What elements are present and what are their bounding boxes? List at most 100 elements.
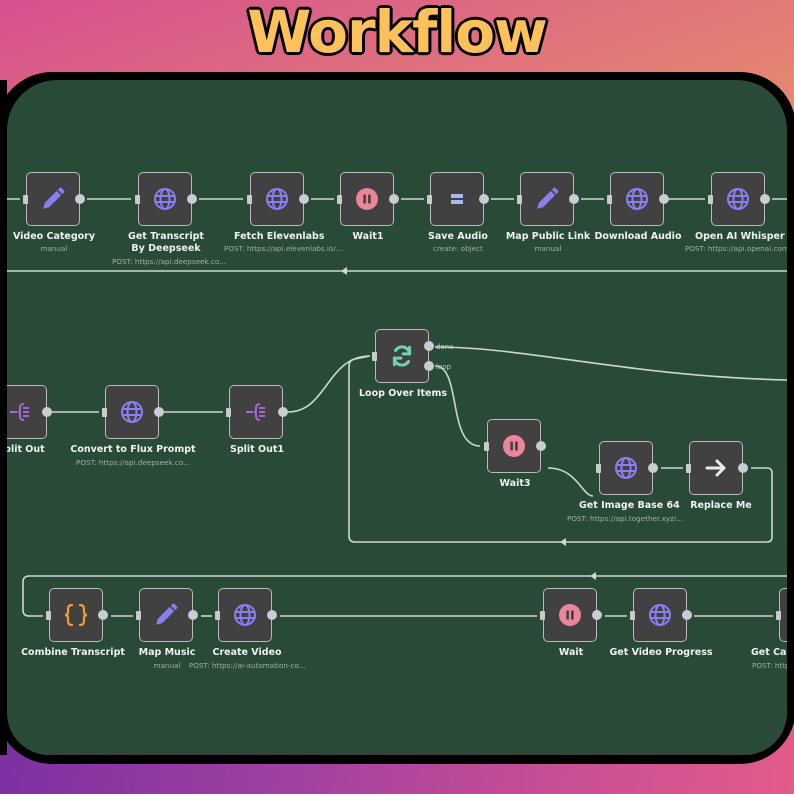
- input-port[interactable]: [484, 441, 489, 451]
- node-combine-transcript[interactable]: [46, 588, 108, 642]
- input-port[interactable]: [517, 194, 522, 204]
- node-get-video-progress[interactable]: [630, 588, 692, 642]
- pencil-icon: [153, 602, 179, 628]
- node-label: Open AI Whisper: [695, 231, 785, 242]
- globe-icon: [648, 603, 672, 627]
- node-wait1[interactable]: [337, 172, 399, 226]
- output-port[interactable]: [389, 194, 399, 204]
- input-port[interactable]: [708, 194, 713, 204]
- node-label: Replace Me: [690, 500, 752, 511]
- output-port[interactable]: [98, 610, 108, 620]
- input-port[interactable]: [540, 610, 545, 620]
- node-get-transcript[interactable]: [135, 172, 197, 226]
- output-port[interactable]: [760, 194, 770, 204]
- pause-icon: [502, 434, 526, 458]
- globe-icon: [120, 400, 144, 424]
- output-port[interactable]: [569, 194, 579, 204]
- pause-icon: [355, 187, 379, 211]
- edge-loop: [434, 365, 481, 447]
- output-port-done[interactable]: [424, 341, 434, 351]
- input-port[interactable]: [630, 610, 635, 620]
- output-port[interactable]: [42, 407, 52, 417]
- node-split-out1[interactable]: [226, 385, 288, 439]
- input-port[interactable]: [607, 194, 612, 204]
- node-video-category[interactable]: [23, 172, 85, 226]
- edge: [287, 355, 371, 413]
- node-map-public-link[interactable]: [517, 172, 579, 226]
- output-port[interactable]: [267, 610, 277, 620]
- edge-done: [434, 346, 787, 381]
- input-port[interactable]: [136, 610, 141, 620]
- input-port[interactable]: [226, 407, 231, 417]
- output-port-loop[interactable]: [424, 361, 434, 371]
- node-open-ai-whisper[interactable]: [708, 172, 770, 226]
- input-port[interactable]: [686, 463, 691, 473]
- globe-icon: [265, 187, 289, 211]
- canvas-bottom-edge: [27, 753, 767, 755]
- output-port[interactable]: [278, 407, 288, 417]
- node-get-captions[interactable]: [776, 588, 787, 642]
- input-port[interactable]: [46, 610, 51, 620]
- arrow-right-icon: [705, 458, 727, 478]
- input-port[interactable]: [337, 194, 342, 204]
- input-port[interactable]: [427, 194, 432, 204]
- output-port[interactable]: [299, 194, 309, 204]
- node-split-out[interactable]: [7, 385, 52, 439]
- node-convert-flux[interactable]: [102, 385, 164, 439]
- pause-icon: [558, 603, 582, 627]
- node-label: Fetch Elevenlabs: [234, 231, 325, 242]
- output-port[interactable]: [682, 610, 692, 620]
- edge-arrow: [590, 572, 596, 580]
- node-subtitle: POST: https://ai-automation-co...: [189, 661, 306, 670]
- input-port[interactable]: [247, 194, 252, 204]
- output-port[interactable]: [738, 463, 748, 473]
- node-label: Loop Over Items: [359, 388, 447, 399]
- input-port[interactable]: [215, 610, 220, 620]
- node-wait3[interactable]: [484, 419, 546, 473]
- output-port[interactable]: [479, 194, 489, 204]
- node-label: Map Public Link: [505, 231, 591, 242]
- port-label-done: done: [436, 343, 454, 351]
- node-download-audio[interactable]: [607, 172, 669, 226]
- input-port[interactable]: [372, 351, 377, 361]
- node-loop-over-items[interactable]: done loop: [372, 329, 453, 383]
- split-icon: [9, 402, 31, 422]
- globe-icon: [726, 187, 750, 211]
- node-replace-me[interactable]: [686, 441, 748, 495]
- workflow-canvas[interactable]: Video Category manual Get Transcript By …: [7, 80, 787, 755]
- loop-icon: [389, 343, 415, 369]
- node-wait[interactable]: [540, 588, 602, 642]
- output-port[interactable]: [659, 194, 669, 204]
- input-port[interactable]: [135, 194, 140, 204]
- node-fetch-elevenlabs[interactable]: [247, 172, 309, 226]
- node-save-audio[interactable]: [427, 172, 489, 226]
- node-label: Get Video Progress: [609, 647, 713, 658]
- input-port[interactable]: [102, 407, 107, 417]
- node-subtitle: POST: http: [752, 661, 787, 670]
- output-port[interactable]: [187, 194, 197, 204]
- output-port[interactable]: [592, 610, 602, 620]
- database-icon: [450, 193, 464, 205]
- node-create-video[interactable]: [215, 588, 277, 642]
- node-subtitle: POST: https://api.deepseek.co...: [76, 458, 190, 467]
- input-port[interactable]: [776, 610, 781, 620]
- node-label: Split Out: [7, 444, 45, 455]
- port-label-loop: loop: [436, 363, 451, 371]
- input-port[interactable]: [596, 463, 601, 473]
- connections-layer: [7, 198, 787, 617]
- node-get-image-base64[interactable]: [596, 441, 658, 495]
- node-subtitle: create: object: [433, 244, 483, 253]
- input-port[interactable]: [23, 194, 28, 204]
- split-icon: [245, 402, 267, 422]
- output-port[interactable]: [75, 194, 85, 204]
- output-port[interactable]: [648, 463, 658, 473]
- node-map-music[interactable]: [136, 588, 198, 642]
- output-port[interactable]: [154, 407, 164, 417]
- node-label: Create Video: [212, 647, 282, 658]
- output-port[interactable]: [536, 441, 546, 451]
- globe-icon: [614, 456, 638, 480]
- node-subtitle: manual: [534, 244, 562, 253]
- output-port[interactable]: [188, 610, 198, 620]
- node-label: Get Image Base 64: [579, 500, 680, 511]
- node-label: Video Category: [12, 231, 96, 242]
